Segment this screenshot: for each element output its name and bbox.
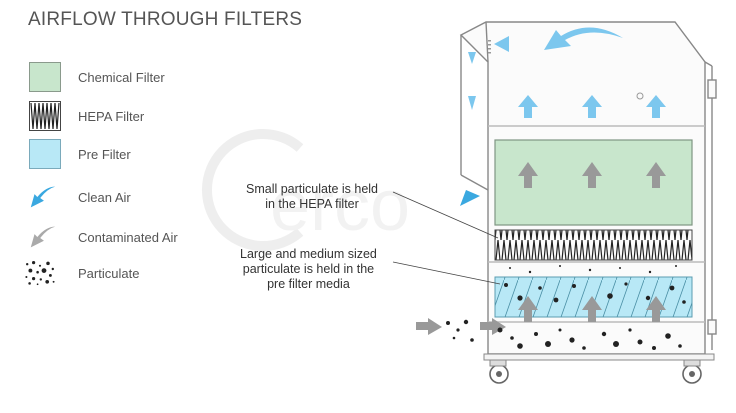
legend-label-clean-air: Clean Air [78, 190, 131, 205]
particulate-dots [446, 265, 686, 350]
legend-contaminated-air: Contaminated Air [24, 222, 224, 256]
legend-hepa-filter: HEPA Filter [24, 101, 224, 135]
legend-label-pre: Pre Filter [78, 147, 131, 162]
pre-callout-line1: Large and medium sized [240, 247, 377, 261]
hepa-callout: Small particulate is held in the HEPA fi… [246, 182, 378, 212]
clean-air-arrow-icon [30, 186, 56, 208]
clean-air-arrows [460, 27, 666, 206]
pre-filter-callout: Large and medium sized particulate is he… [240, 247, 377, 292]
svg-text:erco: erco [270, 166, 410, 246]
contaminated-air-arrows [416, 162, 666, 335]
legend-particulate: Particulate [24, 258, 224, 292]
hepa-filter-swatch [29, 101, 61, 131]
legend-label-chemical: Chemical Filter [78, 70, 165, 85]
legend-chemical-filter: Chemical Filter [24, 62, 224, 96]
watermark-logo: erco [201, 129, 410, 251]
cabinet-base [483, 353, 715, 384]
legend-label-contaminated-air: Contaminated Air [78, 230, 178, 245]
legend-label-hepa: HEPA Filter [78, 109, 145, 124]
particulate-icon [25, 261, 55, 286]
hepa-callout-line1: Small particulate is held [246, 182, 379, 196]
callout-lines [392, 191, 501, 285]
legend-clean-air: Clean Air [24, 182, 224, 216]
hepa-callout-line2: in the HEPA filter [265, 197, 359, 211]
sensor-indicator [636, 92, 644, 100]
diagram-title: AIRFLOW THROUGH FILTERS [28, 9, 303, 30]
pre-callout-line3: pre filter media [267, 277, 350, 291]
pre-filter-swatch [29, 139, 61, 169]
legend-label-particulate: Particulate [78, 266, 140, 281]
legend-pre-filter: Pre Filter [24, 139, 224, 173]
chemical-filter-swatch [29, 62, 61, 92]
top-vent [488, 40, 491, 54]
pre-callout-line2: particulate is held in the [242, 262, 375, 276]
contaminated-air-arrow-icon [30, 226, 56, 248]
hepa-filter-block [494, 229, 693, 261]
